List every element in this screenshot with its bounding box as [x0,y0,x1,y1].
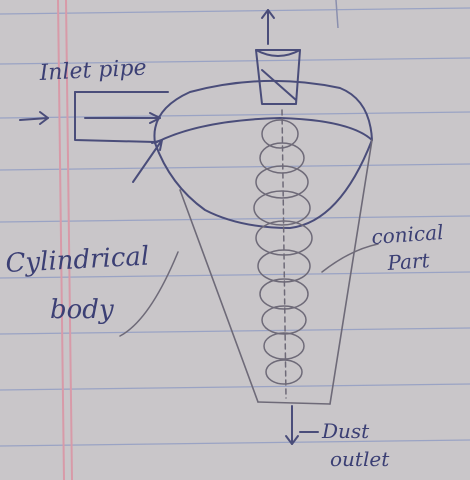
conical-part [180,140,372,404]
dust-outlet-label-line2: outlet [330,447,390,471]
vortex-spiral [254,110,312,398]
cylindrical-label-line1: Cylindrical [5,242,150,279]
inlet-pipe-label: Inlet pipe [38,55,147,86]
cylindrical-body [154,81,372,228]
gas-outlet-arrow [262,10,274,44]
vortex-finder [256,50,300,104]
conical-leader [322,244,378,272]
cylindrical-label-line2: body [50,295,114,325]
conical-label-line1: conical [371,220,445,249]
conical-label-line2: Part [386,248,432,275]
dust-outlet-label-line1: Dust [321,419,370,443]
faint-rule [336,0,338,28]
dust-outlet-arrow [286,406,318,444]
